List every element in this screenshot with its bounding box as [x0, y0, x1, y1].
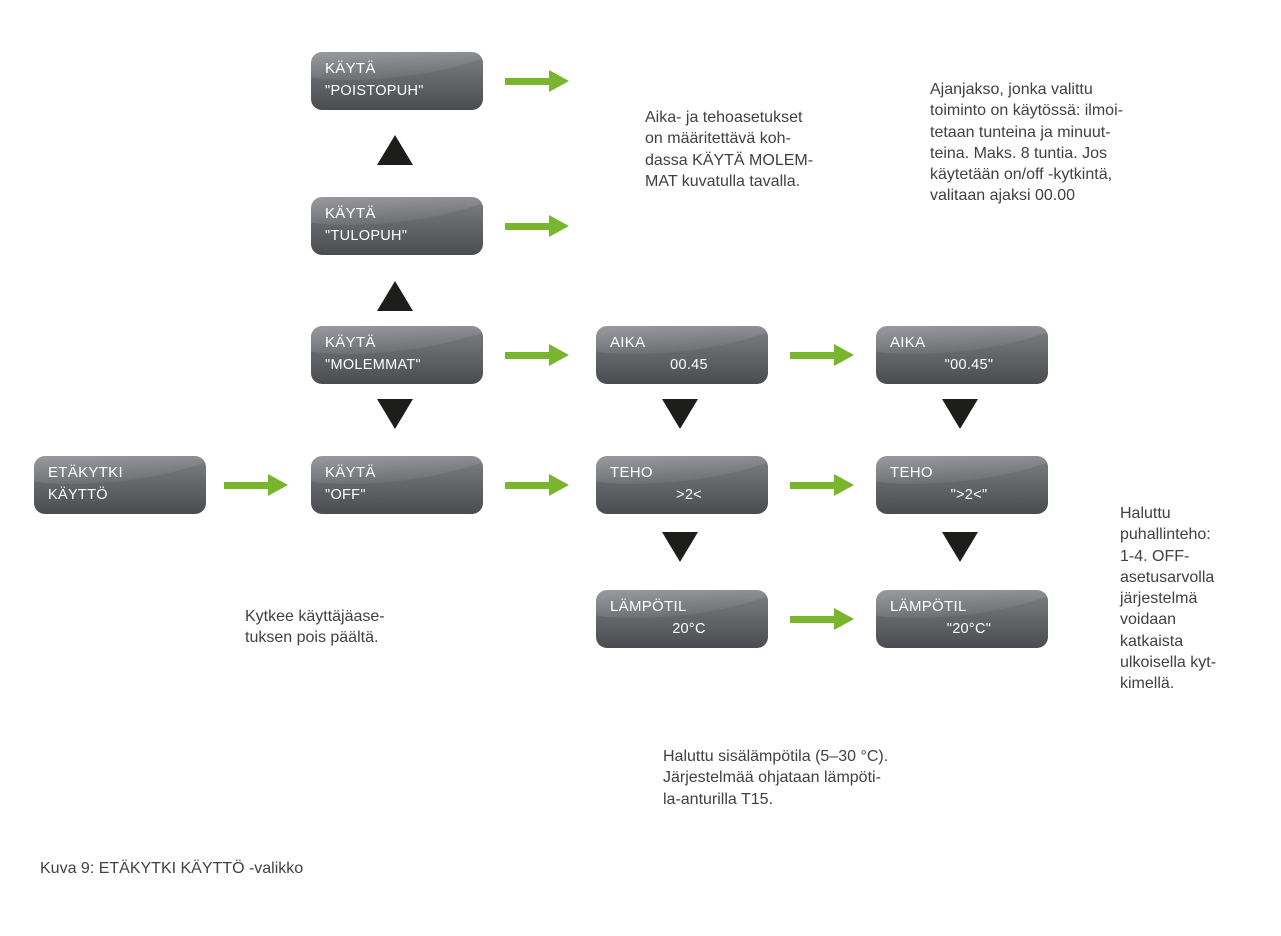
menu-node-lampotil-confirm: LÄMPÖTIL "20°C" — [876, 590, 1048, 648]
node-value: "POISTOPUH" — [325, 82, 424, 99]
menu-node-teho-confirm: TEHO ">2<" — [876, 456, 1048, 514]
node-label: LÄMPÖTIL — [890, 598, 967, 615]
node-label: AIKA — [610, 334, 646, 351]
arrow-right-icon — [505, 215, 569, 237]
menu-node-kayta-tulopuh: KÄYTÄ "TULOPUH" — [311, 197, 483, 255]
arrow-shaft — [790, 351, 834, 359]
node-label: LÄMPÖTIL — [610, 598, 687, 615]
note-kytkee: Kytkee käyttäjäase- tuksen pois päältä. — [245, 608, 385, 647]
menu-node-teho-set: TEHO >2< — [596, 456, 768, 514]
figure-caption: Kuva 9: ETÄKYTKI KÄYTTÖ -valikko — [40, 860, 304, 877]
arrow-right-icon — [790, 608, 854, 630]
arrow-shaft — [505, 222, 549, 230]
arrow-down-icon — [377, 399, 413, 429]
arrow-shaft — [224, 481, 268, 489]
node-value: KÄYTTÖ — [48, 486, 108, 503]
arrow-head — [834, 608, 854, 630]
arrow-shaft — [505, 77, 549, 85]
node-value: "20°C" — [946, 620, 992, 637]
arrow-right-icon — [505, 474, 569, 496]
node-value: "TULOPUH" — [325, 227, 408, 244]
node-value: "00.45" — [944, 356, 994, 373]
arrow-down-icon — [942, 532, 978, 562]
arrow-right-icon — [505, 70, 569, 92]
node-value: ">2<" — [950, 486, 988, 503]
node-value: 20°C — [672, 620, 706, 637]
menu-node-aika-confirm: AIKA "00.45" — [876, 326, 1048, 384]
menu-node-lampotil-set: LÄMPÖTIL 20°C — [596, 590, 768, 648]
arrow-right-icon — [224, 474, 288, 496]
node-label: KÄYTÄ — [325, 205, 376, 222]
arrow-right-icon — [790, 474, 854, 496]
note-puhallinteho: Haluttu puhallinteho: 1-4. OFF- asetusar… — [1120, 505, 1217, 693]
arrow-head — [549, 215, 569, 237]
arrow-head — [549, 70, 569, 92]
node-label: AIKA — [890, 334, 926, 351]
node-value: "MOLEMMAT" — [325, 356, 421, 373]
arrow-head — [834, 474, 854, 496]
node-label: ETÄKYTKI — [48, 464, 123, 481]
arrow-shaft — [505, 481, 549, 489]
menu-node-kayta-off: KÄYTÄ "OFF" — [311, 456, 483, 514]
node-value: >2< — [676, 486, 702, 503]
note-ajanjakso: Ajanjakso, jonka valittu toiminto on käy… — [930, 81, 1123, 205]
arrow-right-icon — [790, 344, 854, 366]
arrow-up-icon — [377, 135, 413, 165]
arrow-down-icon — [662, 399, 698, 429]
menu-node-kayta-poistopuh: KÄYTÄ "POISTOPUH" — [311, 52, 483, 110]
arrow-head — [549, 474, 569, 496]
note-sisalampotila: Haluttu sisälämpötila (5–30 °C). Järjest… — [663, 748, 889, 808]
note-aika-teho: Aika- ja tehoasetukset on määritettävä k… — [645, 109, 814, 190]
node-label: TEHO — [890, 464, 933, 481]
arrow-up-icon — [377, 281, 413, 311]
menu-node-aika-set: AIKA 00.45 — [596, 326, 768, 384]
node-label: TEHO — [610, 464, 653, 481]
menu-node-etakytki-kaytto: ETÄKYTKI KÄYTTÖ — [34, 456, 206, 514]
node-label: KÄYTÄ — [325, 334, 376, 351]
node-label: KÄYTÄ — [325, 464, 376, 481]
arrow-right-icon — [505, 344, 569, 366]
arrow-head — [834, 344, 854, 366]
arrow-down-icon — [942, 399, 978, 429]
node-value: 00.45 — [670, 356, 708, 373]
menu-node-kayta-molemmat: KÄYTÄ "MOLEMMAT" — [311, 326, 483, 384]
arrow-head — [549, 344, 569, 366]
node-value: "OFF" — [325, 486, 366, 503]
arrow-shaft — [505, 351, 549, 359]
arrow-head — [268, 474, 288, 496]
arrow-shaft — [790, 615, 834, 623]
arrow-down-icon — [662, 532, 698, 562]
node-label: KÄYTÄ — [325, 60, 376, 77]
arrow-shaft — [790, 481, 834, 489]
